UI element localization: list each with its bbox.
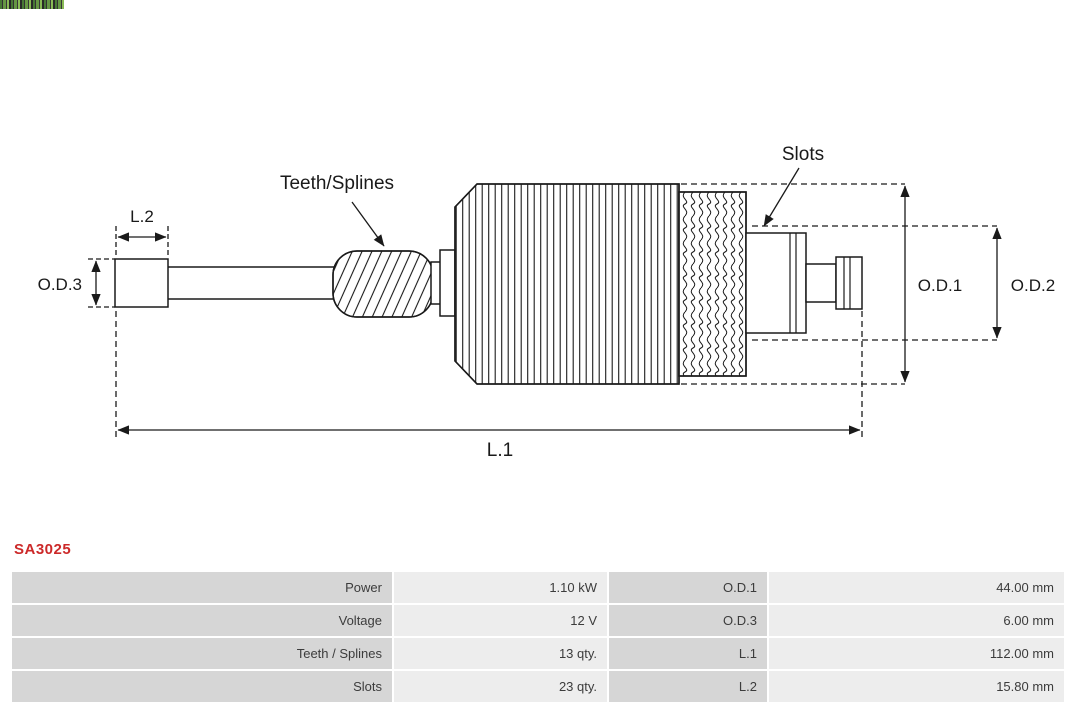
label-l1: L.1 <box>487 440 513 461</box>
spec-name: Power <box>12 572 392 603</box>
spec-name: L.2 <box>609 671 767 702</box>
spec-table: Power 1.10 kW O.D.1 44.00 mm Voltage 12 … <box>10 570 1066 704</box>
commutator <box>745 232 807 334</box>
spline-section <box>332 250 434 318</box>
part-number: SA3025 <box>14 541 72 558</box>
label-teeth-splines: Teeth/Splines <box>280 173 394 194</box>
label-od1: O.D.1 <box>918 276 962 295</box>
winding-slots-section <box>678 191 747 377</box>
armature-body <box>114 183 863 385</box>
label-l2: L.2 <box>130 207 154 226</box>
spec-name: Voltage <box>12 605 392 636</box>
spec-name: O.D.3 <box>609 605 767 636</box>
teeth-splines-arrow <box>351 201 385 247</box>
spec-row: Slots 23 qty. L.2 15.80 mm <box>12 671 1064 702</box>
spec-name: Slots <box>12 671 392 702</box>
spec-row: Teeth / Splines 13 qty. L.1 112.00 mm <box>12 638 1064 669</box>
collar-large <box>439 249 456 317</box>
label-od2: O.D.2 <box>1011 276 1055 295</box>
shaft <box>166 266 338 300</box>
spec-value: 44.00 mm <box>769 572 1064 603</box>
end-collar <box>835 256 863 310</box>
brand-logo-fragment <box>0 0 64 9</box>
slots-arrow <box>763 167 800 227</box>
spec-value: 112.00 mm <box>769 638 1064 669</box>
spec-value: 1.10 kW <box>394 572 607 603</box>
core-lamination-section <box>454 183 680 385</box>
dimension-lines <box>88 167 1002 437</box>
label-od3: O.D.3 <box>38 275 82 294</box>
spec-value: 15.80 mm <box>769 671 1064 702</box>
spec-name: L.1 <box>609 638 767 669</box>
spec-name: Teeth / Splines <box>12 638 392 669</box>
shaft-end-right <box>805 263 837 303</box>
spec-value: 13 qty. <box>394 638 607 669</box>
shaft-end-left <box>114 258 169 308</box>
spec-value: 12 V <box>394 605 607 636</box>
spec-row: Power 1.10 kW O.D.1 44.00 mm <box>12 572 1064 603</box>
spec-row: Voltage 12 V O.D.3 6.00 mm <box>12 605 1064 636</box>
diagram-labels: Teeth/Splines Slots L.2 O.D.3 O.D.1 O.D.… <box>38 144 1056 461</box>
spec-value: 6.00 mm <box>769 605 1064 636</box>
armature-technical-drawing: Teeth/Splines Slots L.2 O.D.3 O.D.1 O.D.… <box>38 144 1056 461</box>
label-slots: Slots <box>782 144 824 165</box>
spec-name: O.D.1 <box>609 572 767 603</box>
spec-value: 23 qty. <box>394 671 607 702</box>
